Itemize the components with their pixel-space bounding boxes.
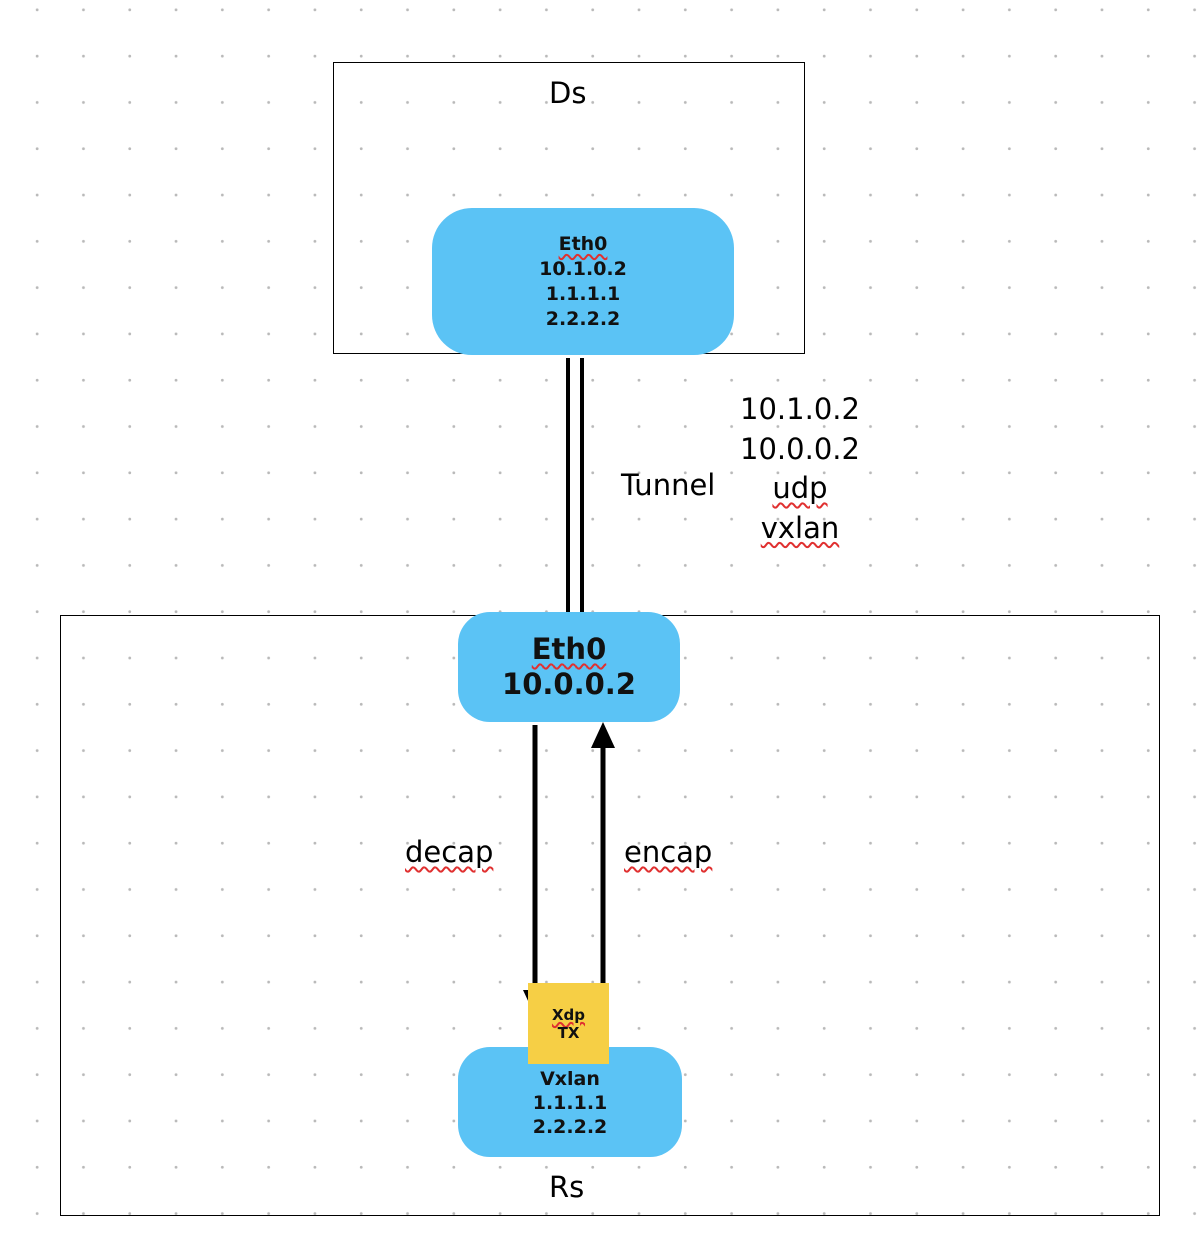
tunnel-header-outer-src: 10.0.0.2 [740,431,860,466]
tunnel-header-outer-dst: 10.1.0.2 [740,392,860,426]
rs-vxlan-node: Vxlan 1.1.1.1 2.2.2.2 [458,1047,682,1157]
xdp-label: Xdp [551,1005,586,1024]
ds-title: Ds [549,76,587,110]
encap-label: encap [624,835,713,869]
rs-eth0-name: Eth0 [531,632,607,666]
rs-eth0-node: Eth0 10.0.0.2 [458,612,680,722]
rs-vxlan-name: Vxlan [540,1068,600,1090]
ds-eth0-name: Eth0 [558,232,608,255]
tunnel-header-udp: udp [772,471,828,505]
tunnel-headers: 10.1.0.2 10.0.0.2 udp vxlan [740,390,860,548]
rs-eth0-ip: 10.0.0.2 [502,667,636,701]
ds-eth0-line-2: 1.1.1.1 [545,282,621,305]
decap-label: decap [405,835,494,869]
ds-eth0-node: Eth0 10.1.0.2 1.1.1.1 2.2.2.2 [432,208,734,355]
ds-eth0-line-1: 10.1.0.2 [539,257,627,280]
rs-title: Rs [549,1170,585,1204]
rs-vxlan-line-2: 2.2.2.2 [532,1116,608,1138]
tunnel-header-vxlan: vxlan [760,510,840,545]
encap-arrow-head [591,722,615,748]
xdp-tx-box: Xdp TX [528,983,609,1064]
xdp-tx-label: TX [557,1023,580,1042]
tunnel-label: Tunnel [621,468,716,502]
rs-vxlan-line-1: 1.1.1.1 [532,1092,608,1114]
ds-eth0-line-3: 2.2.2.2 [545,307,621,330]
